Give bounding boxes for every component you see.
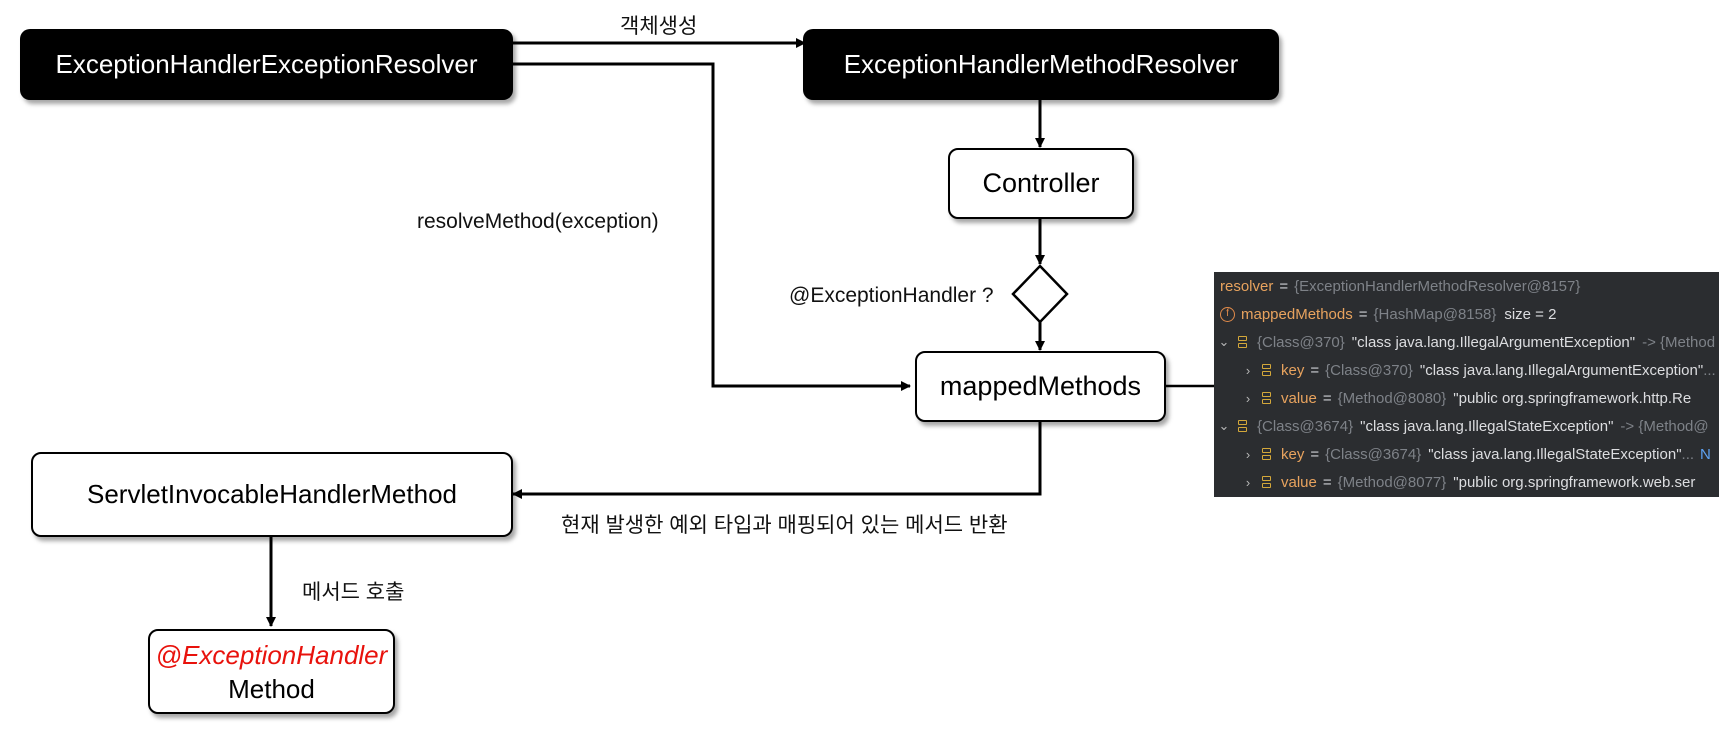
method-label: Method (228, 673, 315, 704)
chevron-down-icon[interactable]: ⌄ (1218, 334, 1230, 349)
call-method-label: 메서드 호출 (302, 581, 405, 604)
method-resolver-label: ExceptionHandlerMethodResolver (843, 49, 1239, 79)
return-method-arrow (512, 422, 1042, 499)
controller-node: Controller (948, 148, 1134, 219)
map-entry-icon (1238, 419, 1249, 434)
map-entry-icon (1262, 363, 1273, 378)
debug-row-key-illegal-state[interactable]: › key = {Class@3674} "class java.lang.Il… (1240, 440, 1711, 468)
map-entry-icon (1262, 447, 1273, 462)
debug-row-value-illegal-state[interactable]: › value = {Method@8077} "public org.spri… (1240, 468, 1696, 496)
exception-handler-method-resolver-node: ExceptionHandlerMethodResolver (803, 29, 1279, 100)
debug-row-entry-illegal-argument[interactable]: ⌄ {Class@370} "class java.lang.IllegalAr… (1216, 328, 1716, 356)
mapped-methods-node: mappedMethods (915, 351, 1166, 422)
debug-row-key-illegal-argument[interactable]: › key = {Class@370} "class java.lang.Ill… (1240, 356, 1716, 384)
map-entry-icon (1238, 335, 1249, 350)
exception-handler-exception-resolver-node: ExceptionHandlerExceptionResolver (20, 29, 513, 100)
resolve-method-label: resolveMethod(exception) (417, 210, 659, 233)
exception-handler-check-label: @ExceptionHandler ? (789, 284, 994, 307)
controller-label: Controller (982, 168, 1100, 198)
mapped-methods-label: mappedMethods (939, 371, 1142, 401)
map-entry-icon (1262, 391, 1273, 406)
exception-handler-method-node: @ExceptionHandler Method (148, 629, 395, 714)
invocable-method-label: ServletInvocableHandlerMethod (87, 479, 457, 509)
chevron-right-icon[interactable]: › (1245, 446, 1251, 462)
field-icon: f (1220, 306, 1235, 322)
debug-row-entry-illegal-state[interactable]: ⌄ {Class@3674} "class java.lang.IllegalS… (1216, 412, 1709, 440)
debug-row-mapped-methods[interactable]: f mappedMethods = {HashMap@8158} size = … (1214, 300, 1556, 328)
debug-row-resolver[interactable]: resolver = {ExceptionHandlerMethodResolv… (1220, 277, 1581, 295)
chevron-right-icon[interactable]: › (1245, 390, 1251, 406)
debugger-variables-panel: resolver = {ExceptionHandlerMethodResolv… (1214, 272, 1719, 497)
map-entry-icon (1262, 475, 1273, 490)
debug-row-value-illegal-argument[interactable]: › value = {Method@8080} "public org.spri… (1240, 384, 1691, 412)
servlet-invocable-handler-method-node: ServletInvocableHandlerMethod (31, 452, 513, 537)
exception-resolver-label: ExceptionHandlerExceptionResolver (55, 49, 478, 79)
debug-var-name: resolver (1220, 277, 1274, 295)
return-mapped-method-label: 현재 발생한 예외 타입과 매핑되어 있는 메서드 반환 (561, 514, 1008, 537)
chevron-right-icon[interactable]: › (1245, 474, 1251, 490)
chevron-right-icon[interactable]: › (1245, 362, 1251, 378)
resolve-method-arrow (513, 62, 911, 391)
create-object-label: 객체생성 (620, 15, 698, 38)
chevron-down-icon[interactable]: ⌄ (1218, 418, 1230, 433)
exception-handler-annotation: @ExceptionHandler (155, 639, 388, 670)
exception-handler-decision (1011, 264, 1069, 324)
